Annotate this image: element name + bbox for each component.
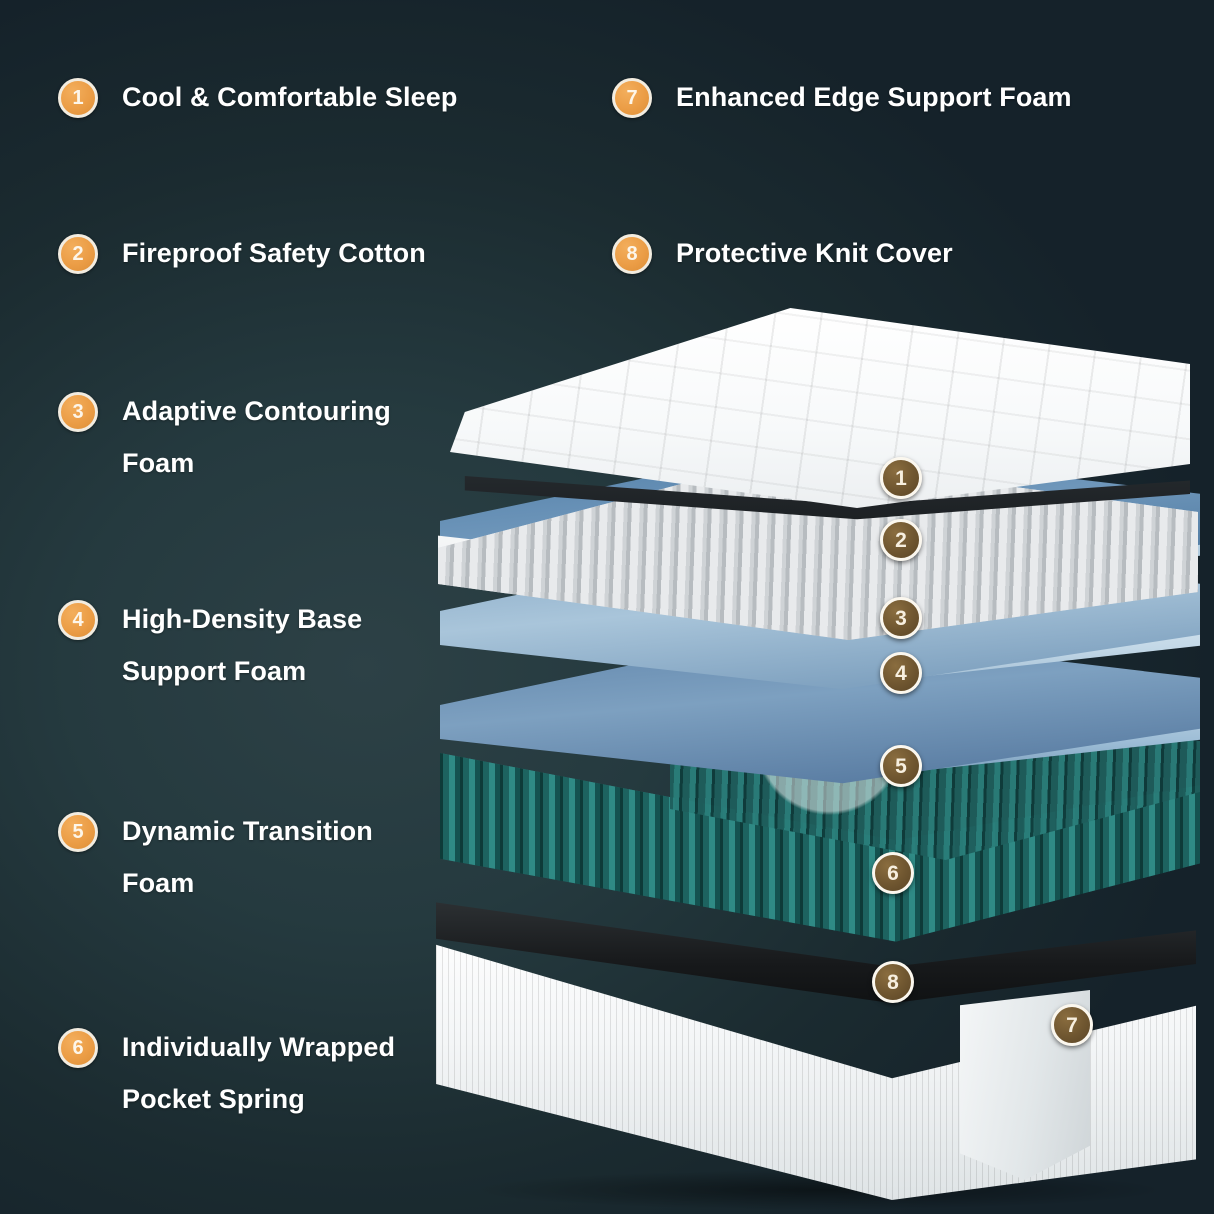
callout-badge-4[interactable]: 4 (880, 652, 922, 694)
legend-label-4-line-2: Support Foam (122, 656, 307, 686)
legend-badge-3: 3 (58, 392, 98, 432)
callout-badge-8-number: 8 (887, 970, 899, 994)
legend-label-3-line-1: Adaptive Contouring (122, 396, 391, 426)
legend-badge-7: 7 (612, 78, 652, 118)
legend-badge-5: 5 (58, 812, 98, 852)
legend-label-5-line-1: Dynamic Transition (122, 816, 373, 846)
legend-badge-2: 2 (58, 234, 98, 274)
legend-label-5-line-2: Foam (122, 868, 195, 898)
legend-label-6: Individually Wrapped Pocket Spring (122, 1021, 395, 1125)
legend-item-1[interactable]: 1 Cool & Comfortable Sleep (58, 78, 457, 123)
legend-badge-7-number: 7 (626, 87, 638, 109)
legend-badge-6-number: 6 (72, 1037, 84, 1059)
callout-badge-2[interactable]: 2 (880, 519, 922, 561)
legend-label-4-line-1: High-Density Base (122, 604, 363, 634)
callout-badge-7-number: 7 (1066, 1013, 1078, 1037)
legend-label-8-line-1: Protective Knit Cover (676, 238, 953, 268)
legend-badge-1: 1 (58, 78, 98, 118)
callout-badge-6[interactable]: 6 (872, 852, 914, 894)
callout-badge-8[interactable]: 8 (872, 961, 914, 1003)
legend-badge-2-number: 2 (72, 243, 84, 265)
legend-label-2-line-1: Fireproof Safety Cotton (122, 238, 426, 268)
callout-badge-1[interactable]: 1 (880, 457, 922, 499)
legend-label-3: Adaptive Contouring Foam (122, 385, 391, 489)
legend-badge-3-number: 3 (72, 401, 84, 423)
legend-label-7-line-1: Enhanced Edge Support Foam (676, 82, 1072, 112)
callout-badge-5[interactable]: 5 (880, 745, 922, 787)
legend-label-7: Enhanced Edge Support Foam (676, 71, 1072, 123)
callout-badge-3[interactable]: 3 (880, 597, 922, 639)
mattress-layer-cutaway: 1 2 3 4 5 6 8 7 (430, 290, 1214, 1214)
callout-badge-2-number: 2 (895, 528, 907, 552)
legend-badge-4: 4 (58, 600, 98, 640)
callout-badge-1-number: 1 (895, 466, 907, 490)
legend-item-4[interactable]: 4 High-Density Base Support Foam (58, 600, 362, 697)
callout-badge-5-number: 5 (895, 754, 907, 778)
legend-badge-6: 6 (58, 1028, 98, 1068)
legend-item-8[interactable]: 8 Protective Knit Cover (612, 234, 953, 279)
legend-badge-4-number: 4 (72, 609, 84, 631)
pocket-spring-unit (440, 690, 1200, 990)
legend-item-3[interactable]: 3 Adaptive Contouring Foam (58, 392, 391, 489)
legend-item-7[interactable]: 7 Enhanced Edge Support Foam (612, 78, 1072, 123)
legend-item-6[interactable]: 6 Individually Wrapped Pocket Spring (58, 1028, 395, 1125)
legend-label-3-line-2: Foam (122, 448, 195, 478)
legend-label-1: Cool & Comfortable Sleep (122, 71, 457, 123)
legend-label-1-line-1: Cool & Comfortable Sleep (122, 82, 458, 112)
legend-label-5: Dynamic Transition Foam (122, 805, 373, 909)
callout-badge-7[interactable]: 7 (1051, 1004, 1093, 1046)
legend-label-6-line-1: Individually Wrapped (122, 1032, 396, 1062)
legend-badge-5-number: 5 (72, 821, 84, 843)
legend-label-4: High-Density Base Support Foam (122, 593, 362, 697)
legend-badge-8-number: 8 (626, 243, 638, 265)
legend-item-2[interactable]: 2 Fireproof Safety Cotton (58, 234, 426, 279)
legend-badge-1-number: 1 (72, 87, 84, 109)
callout-badge-4-number: 4 (895, 661, 907, 685)
callout-badge-6-number: 6 (887, 861, 899, 885)
legend-label-8: Protective Knit Cover (676, 227, 953, 279)
callout-badge-3-number: 3 (895, 606, 907, 630)
legend-item-5[interactable]: 5 Dynamic Transition Foam (58, 812, 373, 909)
legend-label-2: Fireproof Safety Cotton (122, 227, 426, 279)
legend-label-6-line-2: Pocket Spring (122, 1084, 305, 1114)
legend-badge-8: 8 (612, 234, 652, 274)
